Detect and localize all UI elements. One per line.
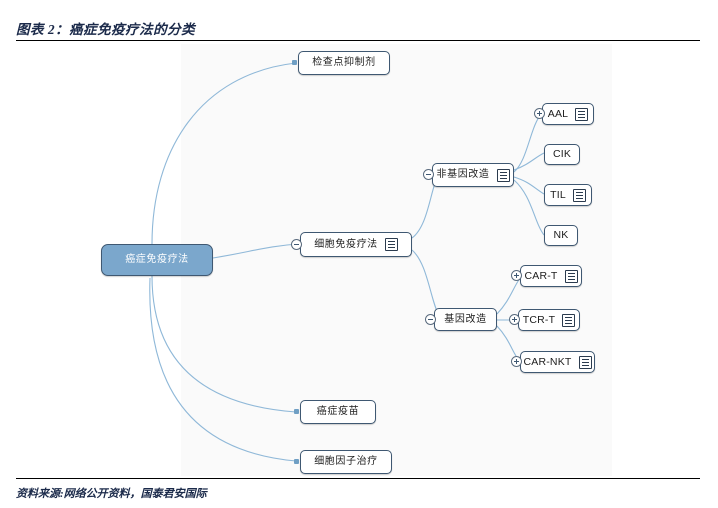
node-cancer-vaccine-label: 癌症疫苗 — [316, 406, 360, 417]
node-cytokine-therapy[interactable]: 细胞因子治疗 — [300, 450, 392, 474]
toggle-expand-aal[interactable] — [534, 108, 545, 119]
node-til[interactable]: TIL — [544, 184, 592, 206]
note-icon[interactable] — [575, 107, 589, 121]
node-car-t-label: CAR-T — [524, 269, 558, 282]
node-car-t[interactable]: CAR-T — [520, 265, 582, 287]
node-aal[interactable]: AAL — [542, 103, 594, 125]
node-til-label: TIL — [550, 188, 566, 201]
source-note: 资料来源:网络公开资料，国泰君安国际 — [16, 488, 207, 500]
node-gene-modified-label: 基因改造 — [444, 313, 487, 325]
toggle-expand-car-t[interactable] — [511, 270, 522, 281]
toggle-collapse-gene-modified[interactable] — [425, 314, 436, 325]
node-root-label: 癌症免疫疗法 — [125, 254, 189, 265]
node-cytokine-therapy-label: 细胞因子治疗 — [314, 456, 378, 467]
node-tcr-t[interactable]: TCR-T — [518, 309, 580, 331]
toggle-collapse-non-gene-modified[interactable] — [423, 169, 434, 180]
node-car-nkt-label: CAR-NKT — [523, 355, 572, 368]
header-divider — [16, 40, 700, 41]
page-title: 图表 2：癌症免疫疗法的分类 — [16, 22, 196, 37]
note-icon[interactable] — [564, 269, 578, 283]
node-nk-label: NK — [553, 229, 569, 242]
node-tcr-t-label: TCR-T — [522, 313, 556, 326]
node-car-nkt[interactable]: CAR-NKT — [520, 351, 595, 373]
node-aal-label: AAL — [547, 107, 569, 120]
node-non-gene-modified[interactable]: 非基因改造 — [432, 163, 514, 187]
endcap-cancer-vaccine — [294, 409, 299, 414]
node-gene-modified[interactable]: 基因改造 — [434, 308, 497, 331]
node-non-gene-modified-label: 非基因改造 — [436, 169, 490, 180]
node-cik[interactable]: CIK — [544, 144, 580, 165]
node-checkpoint-inhibitors-label: 检查点抑制剂 — [312, 57, 376, 68]
toggle-expand-car-nkt[interactable] — [511, 356, 522, 367]
note-icon[interactable] — [496, 168, 510, 182]
endcap-checkpoint — [292, 60, 297, 65]
node-cik-label: CIK — [552, 148, 572, 161]
node-cell-immunotherapy[interactable]: 细胞免疫疗法 — [300, 232, 412, 257]
note-icon[interactable] — [578, 355, 592, 369]
note-icon[interactable] — [562, 313, 576, 327]
endcap-cytokine-therapy — [294, 459, 299, 464]
toggle-collapse-cell-immunotherapy[interactable] — [291, 239, 302, 250]
note-icon[interactable] — [384, 238, 398, 251]
node-cancer-vaccine[interactable]: 癌症疫苗 — [300, 400, 376, 424]
node-root[interactable]: 癌症免疫疗法 — [101, 244, 213, 276]
node-checkpoint-inhibitors[interactable]: 检查点抑制剂 — [298, 51, 390, 75]
node-nk[interactable]: NK — [544, 225, 578, 246]
footer-divider — [16, 478, 700, 479]
node-cell-immunotherapy-label: 细胞免疫疗法 — [314, 238, 378, 250]
note-icon[interactable] — [572, 188, 586, 202]
toggle-expand-tcr-t[interactable] — [509, 314, 520, 325]
